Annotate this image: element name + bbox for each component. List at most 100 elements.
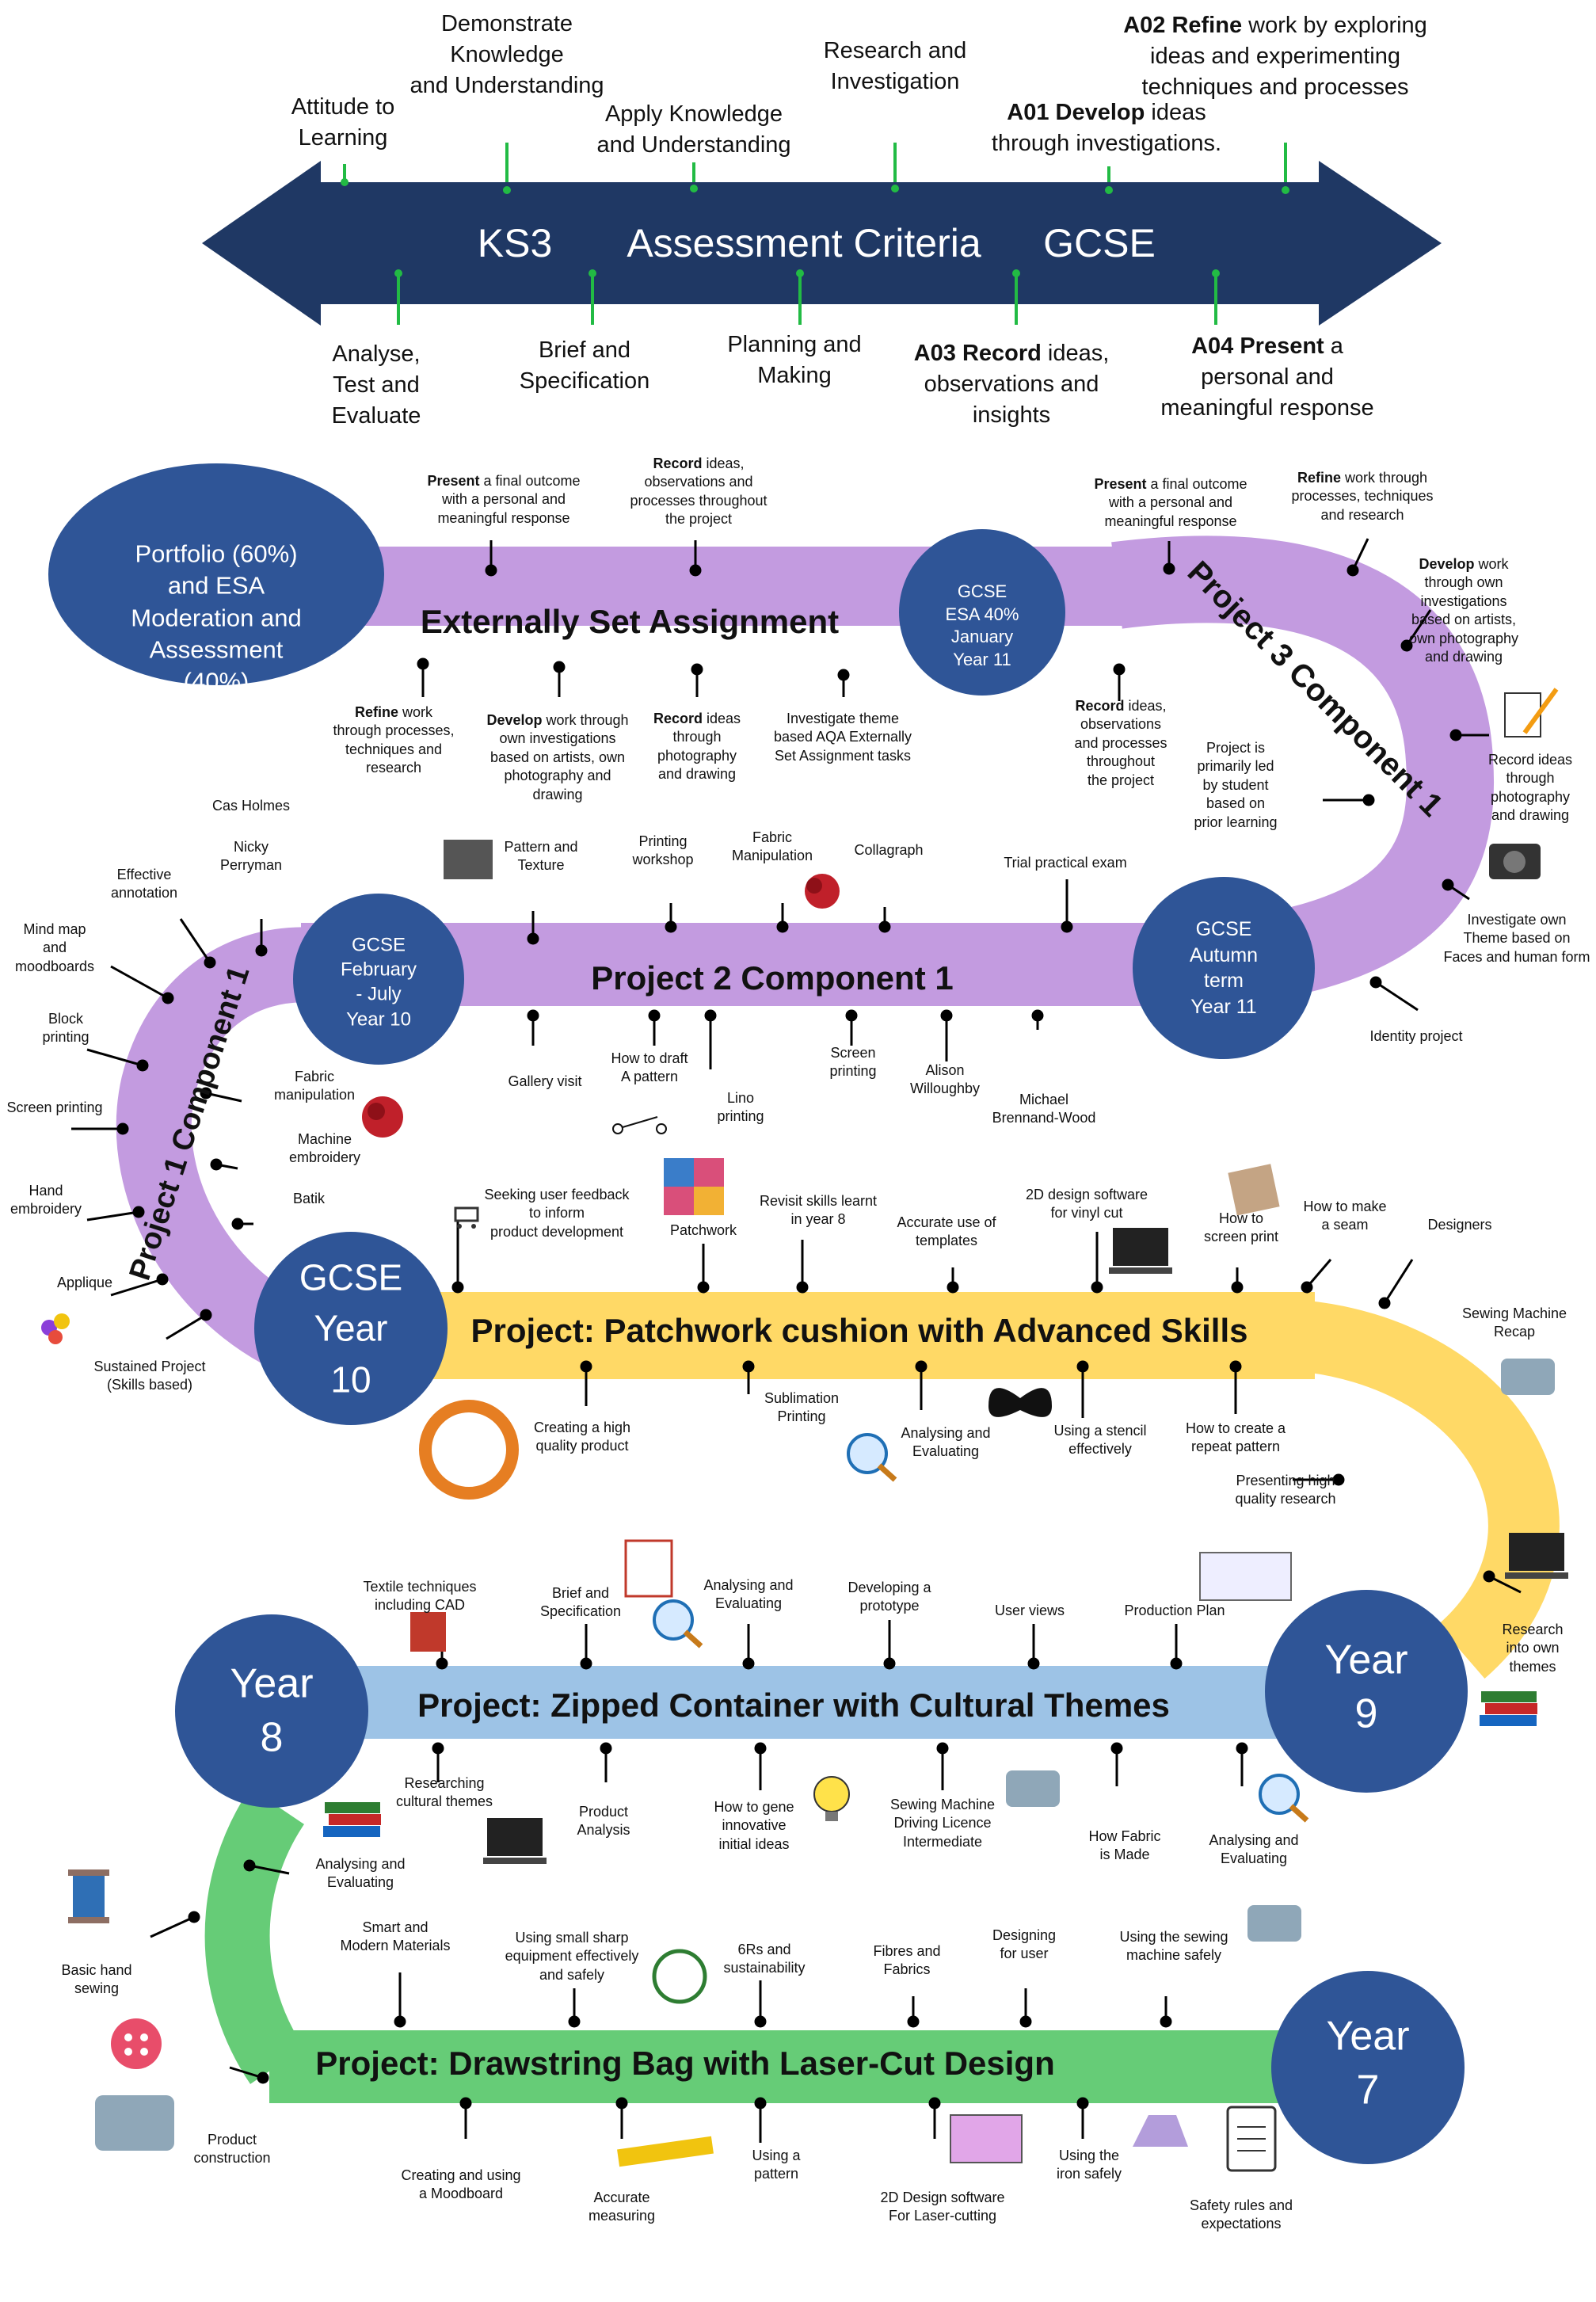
- p1-cas-holmes: Cas Holmes: [211, 798, 291, 814]
- portfolio-circle: [48, 463, 384, 685]
- year8-circle: [175, 1614, 368, 1808]
- books-icon: [1480, 1691, 1537, 1726]
- project2-title: Project 2 Component 1: [591, 959, 954, 997]
- connectors: [71, 538, 1522, 2143]
- laptop-icon: [950, 2114, 1023, 2163]
- year7-curve: [204, 1788, 305, 2084]
- gcse-year10-circle: [254, 1232, 448, 1425]
- flower-icon: [41, 1313, 70, 1344]
- patchwork-icon: [664, 1158, 724, 1215]
- p1-batik: Batik: [292, 1191, 326, 1206]
- gantt-chart-icon: [1199, 1552, 1292, 1601]
- quality-icon: [419, 1400, 519, 1500]
- assessment-arrow: [202, 161, 1442, 326]
- red-flower-icon-2: [362, 1096, 403, 1138]
- books-icon-2: [323, 1802, 381, 1837]
- year10-title: Project: Patchwork cushion with Advanced…: [470, 1312, 1248, 1349]
- year7-circle: [1271, 1971, 1465, 2164]
- button-icon: [111, 2018, 162, 2069]
- arrow-title: Assessment Criteria: [627, 221, 981, 265]
- year9-title: Project: Zipped Container with Cultural …: [417, 1686, 1170, 1724]
- year10-curve: [1295, 1300, 1560, 1679]
- computer-icon-2: [1505, 1533, 1568, 1579]
- year9-band: [341, 1666, 1291, 1739]
- p1-screen: Screen printing: [6, 1100, 103, 1115]
- checklist-icon: [624, 1539, 673, 1598]
- gcse-feb-circle: [293, 894, 464, 1065]
- fabric-roll-icon: [1228, 1164, 1280, 1216]
- clipboard-icon: [1226, 2106, 1277, 2172]
- p3-identity: Identity project: [1369, 1028, 1463, 1044]
- criteria-a02: A02 Refine work by exploring ideas and e…: [1123, 13, 1427, 101]
- y9-production: Production Plan: [1124, 1603, 1225, 1618]
- scissors-icon: [612, 1116, 667, 1134]
- arrow-gcse-label: GCSE: [1043, 221, 1156, 265]
- p1-sustained: Sustained Project(Skills based): [93, 1359, 206, 1393]
- thread-spool-icon: [68, 1869, 109, 1923]
- recycle-icon: [652, 1949, 707, 2004]
- year7-title: Project: Drawstring Bag with Laser-Cut D…: [315, 2045, 1055, 2082]
- y9-user-views: User views: [994, 1603, 1065, 1618]
- year9-circle: [1265, 1590, 1468, 1793]
- p1-applique: Applique: [56, 1275, 113, 1290]
- sewing-machine-icon-2: [1006, 1770, 1060, 1807]
- magnifier-icon-2: [653, 1599, 703, 1648]
- red-flower-icon: [805, 874, 840, 909]
- p2-trial-exam: Trial practical exam: [1004, 855, 1127, 871]
- esa-title: Externally Set Assignment: [420, 603, 840, 640]
- criteria-a01: A01 Develop ideas through investigations…: [991, 100, 1222, 157]
- lightbulb-icon: [813, 1776, 850, 1821]
- butterfly-icon: [988, 1388, 1052, 1417]
- shopping-cart-icon: [454, 1206, 479, 1229]
- magnifier-icon: [847, 1433, 897, 1482]
- pencil-note-icon: [1504, 688, 1559, 737]
- p2-gallery: Gallery visit: [508, 1073, 582, 1089]
